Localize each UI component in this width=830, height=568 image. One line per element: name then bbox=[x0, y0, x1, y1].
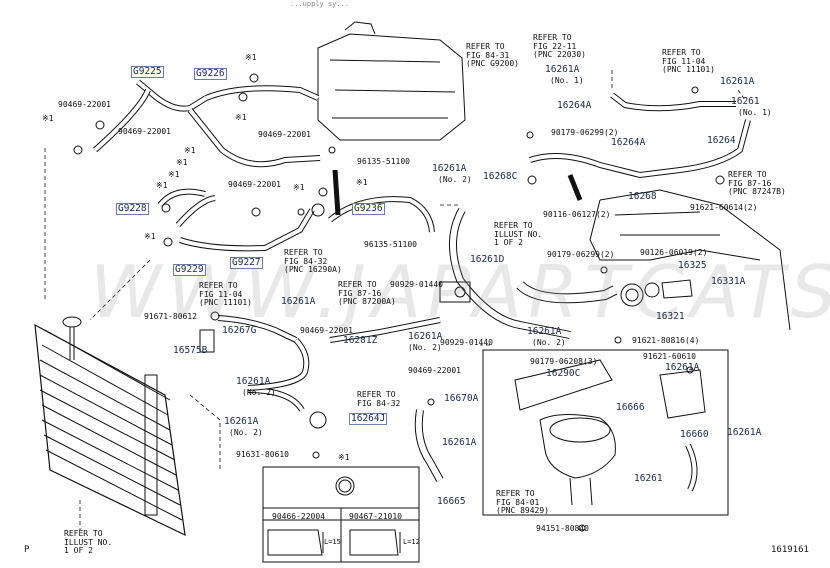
page-marker: P bbox=[24, 545, 30, 555]
hose-label-g9225[interactable]: G9225 bbox=[131, 66, 164, 78]
star-marker: ※1 bbox=[338, 453, 350, 462]
star-marker: ※1 bbox=[156, 181, 168, 190]
part-number[interactable]: 91621-80816(4) bbox=[632, 336, 700, 345]
pnc-label[interactable]: 16665 bbox=[437, 496, 466, 507]
part-number[interactable]: 90466-22004 bbox=[272, 512, 325, 521]
pnc-label[interactable]: 16325 bbox=[678, 260, 707, 271]
radiator-outline bbox=[34, 323, 186, 537]
pnc-label[interactable]: 16261A bbox=[720, 76, 755, 87]
part-number[interactable]: 90469-22001 bbox=[300, 326, 353, 335]
refer-note[interactable]: REFER TO FIG 22-11 (PNC 22030) bbox=[533, 33, 586, 59]
pnc-label[interactable]: 16290C bbox=[546, 368, 581, 379]
pnc-sub: (No. 2) bbox=[438, 175, 472, 184]
star-marker: ※1 bbox=[245, 53, 257, 62]
refer-note[interactable]: REFER TO ILLUST NO. 1 OF 2 bbox=[494, 221, 543, 247]
star-marker: ※1 bbox=[235, 113, 247, 122]
hose-label-g9227[interactable]: G9227 bbox=[230, 257, 263, 269]
pnc-sub: (No. 2) bbox=[229, 428, 263, 437]
pnc-sub: (No. 1) bbox=[550, 76, 584, 85]
part-number[interactable]: 90469-22001 bbox=[118, 127, 171, 136]
clamp-length-15: L=15 bbox=[324, 538, 341, 546]
pnc-label[interactable]: 16261A bbox=[432, 163, 467, 174]
refer-note[interactable]: REFER TO FIG 87-16 (PNC 87247B) bbox=[728, 170, 786, 196]
part-number[interactable]: 90179-06299(2) bbox=[547, 250, 615, 259]
pnc-label[interactable]: 16666 bbox=[616, 402, 645, 413]
figure-id: 1619161 bbox=[771, 545, 809, 555]
pnc-sub: (No. 1) bbox=[738, 108, 772, 117]
pnc-label[interactable]: 16264 bbox=[707, 135, 736, 146]
star-marker: ※1 bbox=[144, 232, 156, 241]
part-number[interactable]: 94151-80840 bbox=[536, 524, 589, 533]
pnc-label[interactable]: 16261A bbox=[527, 326, 562, 337]
pnc-label[interactable]: 16261 bbox=[634, 473, 663, 484]
part-number[interactable]: 91671-80612 bbox=[144, 312, 197, 321]
star-marker: ※1 bbox=[184, 146, 196, 155]
pnc-label[interactable]: 16268C bbox=[483, 171, 518, 182]
part-number[interactable]: 90116-06127(2) bbox=[543, 210, 611, 219]
pnc-label[interactable]: 16268 bbox=[628, 191, 657, 202]
pnc-sub: (No. 2) bbox=[242, 388, 276, 397]
pnc-label[interactable]: 16261A bbox=[727, 427, 762, 438]
hose-label-g9226[interactable]: G9226 bbox=[194, 68, 227, 80]
refer-note[interactable]: REFER TO FIG 84-32 (PNC 16290A) bbox=[284, 248, 342, 274]
refer-note[interactable]: REFER TO FIG 84-32 bbox=[357, 390, 401, 408]
part-number[interactable]: 90929-01440 bbox=[390, 280, 443, 289]
pnc-label[interactable]: 16261A bbox=[281, 296, 316, 307]
star-marker: ※1 bbox=[168, 170, 180, 179]
pnc-label[interactable]: 16261D bbox=[470, 254, 505, 265]
part-number[interactable]: 90467-21010 bbox=[349, 512, 402, 521]
part-number[interactable]: 90469-22001 bbox=[408, 366, 461, 375]
star-marker: ※1 bbox=[176, 158, 188, 167]
header-partial-text: ...upply sy... bbox=[290, 0, 350, 8]
part-number[interactable]: 90469-22001 bbox=[58, 100, 111, 109]
pnc-label[interactable]: 16321 bbox=[656, 311, 685, 322]
refer-note[interactable]: REFER TO FIG 11-04 (PNC 11101) bbox=[662, 48, 715, 74]
star-marker: ※1 bbox=[356, 178, 368, 187]
star-marker: ※1 bbox=[293, 183, 305, 192]
pnc-label[interactable]: 16261A bbox=[236, 376, 271, 387]
pnc-sub: (No. 2) bbox=[532, 338, 566, 347]
refer-note[interactable]: REFER TO FIG 84-31 (PNC G9200) bbox=[466, 42, 519, 68]
pnc-label[interactable]: 16261 bbox=[731, 96, 760, 107]
pnc-label[interactable]: 16331A bbox=[711, 276, 746, 287]
part-number[interactable]: 90929-01440 bbox=[440, 338, 493, 347]
pnc-label[interactable]: 16261A bbox=[224, 416, 259, 427]
pnc-label[interactable]: 16261A bbox=[665, 362, 700, 373]
star-marker: ※1 bbox=[42, 114, 54, 123]
pnc-label[interactable]: 16575B bbox=[173, 345, 208, 356]
pnc-label[interactable]: 16264A bbox=[611, 137, 646, 148]
part-number[interactable]: 90179-06208(3) bbox=[530, 357, 598, 366]
pnc-label[interactable]: 16660 bbox=[680, 429, 709, 440]
part-number[interactable]: 96135-51100 bbox=[364, 240, 417, 249]
part-number[interactable]: 90469-22001 bbox=[258, 130, 311, 139]
part-number[interactable]: 90126-06019(2) bbox=[640, 248, 708, 257]
pnc-label[interactable]: 16261A bbox=[408, 331, 443, 342]
refer-note[interactable]: REFER TO FIG 11-04 (PNC 11101) bbox=[199, 281, 252, 307]
part-number[interactable]: 91631-80610 bbox=[236, 450, 289, 459]
part-number[interactable]: 96135-51100 bbox=[357, 157, 410, 166]
part-number[interactable]: 90179-06299(2) bbox=[551, 128, 619, 137]
pnc-label[interactable]: 16670A bbox=[444, 393, 479, 404]
pnc-label[interactable]: 16261A bbox=[442, 437, 477, 448]
part-number[interactable]: 90469-22001 bbox=[228, 180, 281, 189]
pnc-label[interactable]: 16264A bbox=[557, 100, 592, 111]
part-number[interactable]: 91621-60614(2) bbox=[690, 203, 758, 212]
hose-label-g9236[interactable]: G9236 bbox=[352, 203, 385, 215]
refer-note[interactable]: REFER TO FIG 84-01 (PNC 89429) bbox=[496, 489, 549, 515]
pnc-label[interactable]: 16281Z bbox=[343, 335, 378, 346]
reservoir-tank-outline bbox=[317, 33, 466, 141]
hose-label-g9228[interactable]: G9228 bbox=[116, 203, 149, 215]
pnc-sub: (No. 2) bbox=[408, 343, 442, 352]
pnc-label[interactable]: 16261A bbox=[545, 64, 580, 75]
hose-label-g9229[interactable]: G9229 bbox=[173, 264, 206, 276]
refer-note[interactable]: REFER TO FIG 87-16 (PNC 87200A) bbox=[338, 280, 396, 306]
part-number[interactable]: 91621-60610 bbox=[643, 352, 696, 361]
pnc-label[interactable]: 16264J bbox=[349, 413, 388, 425]
pnc-label[interactable]: 16267G bbox=[222, 325, 257, 336]
clamp-length-12: L=12 bbox=[403, 538, 420, 546]
refer-note[interactable]: REFER TO ILLUST NO. 1 OF 2 bbox=[64, 529, 113, 555]
